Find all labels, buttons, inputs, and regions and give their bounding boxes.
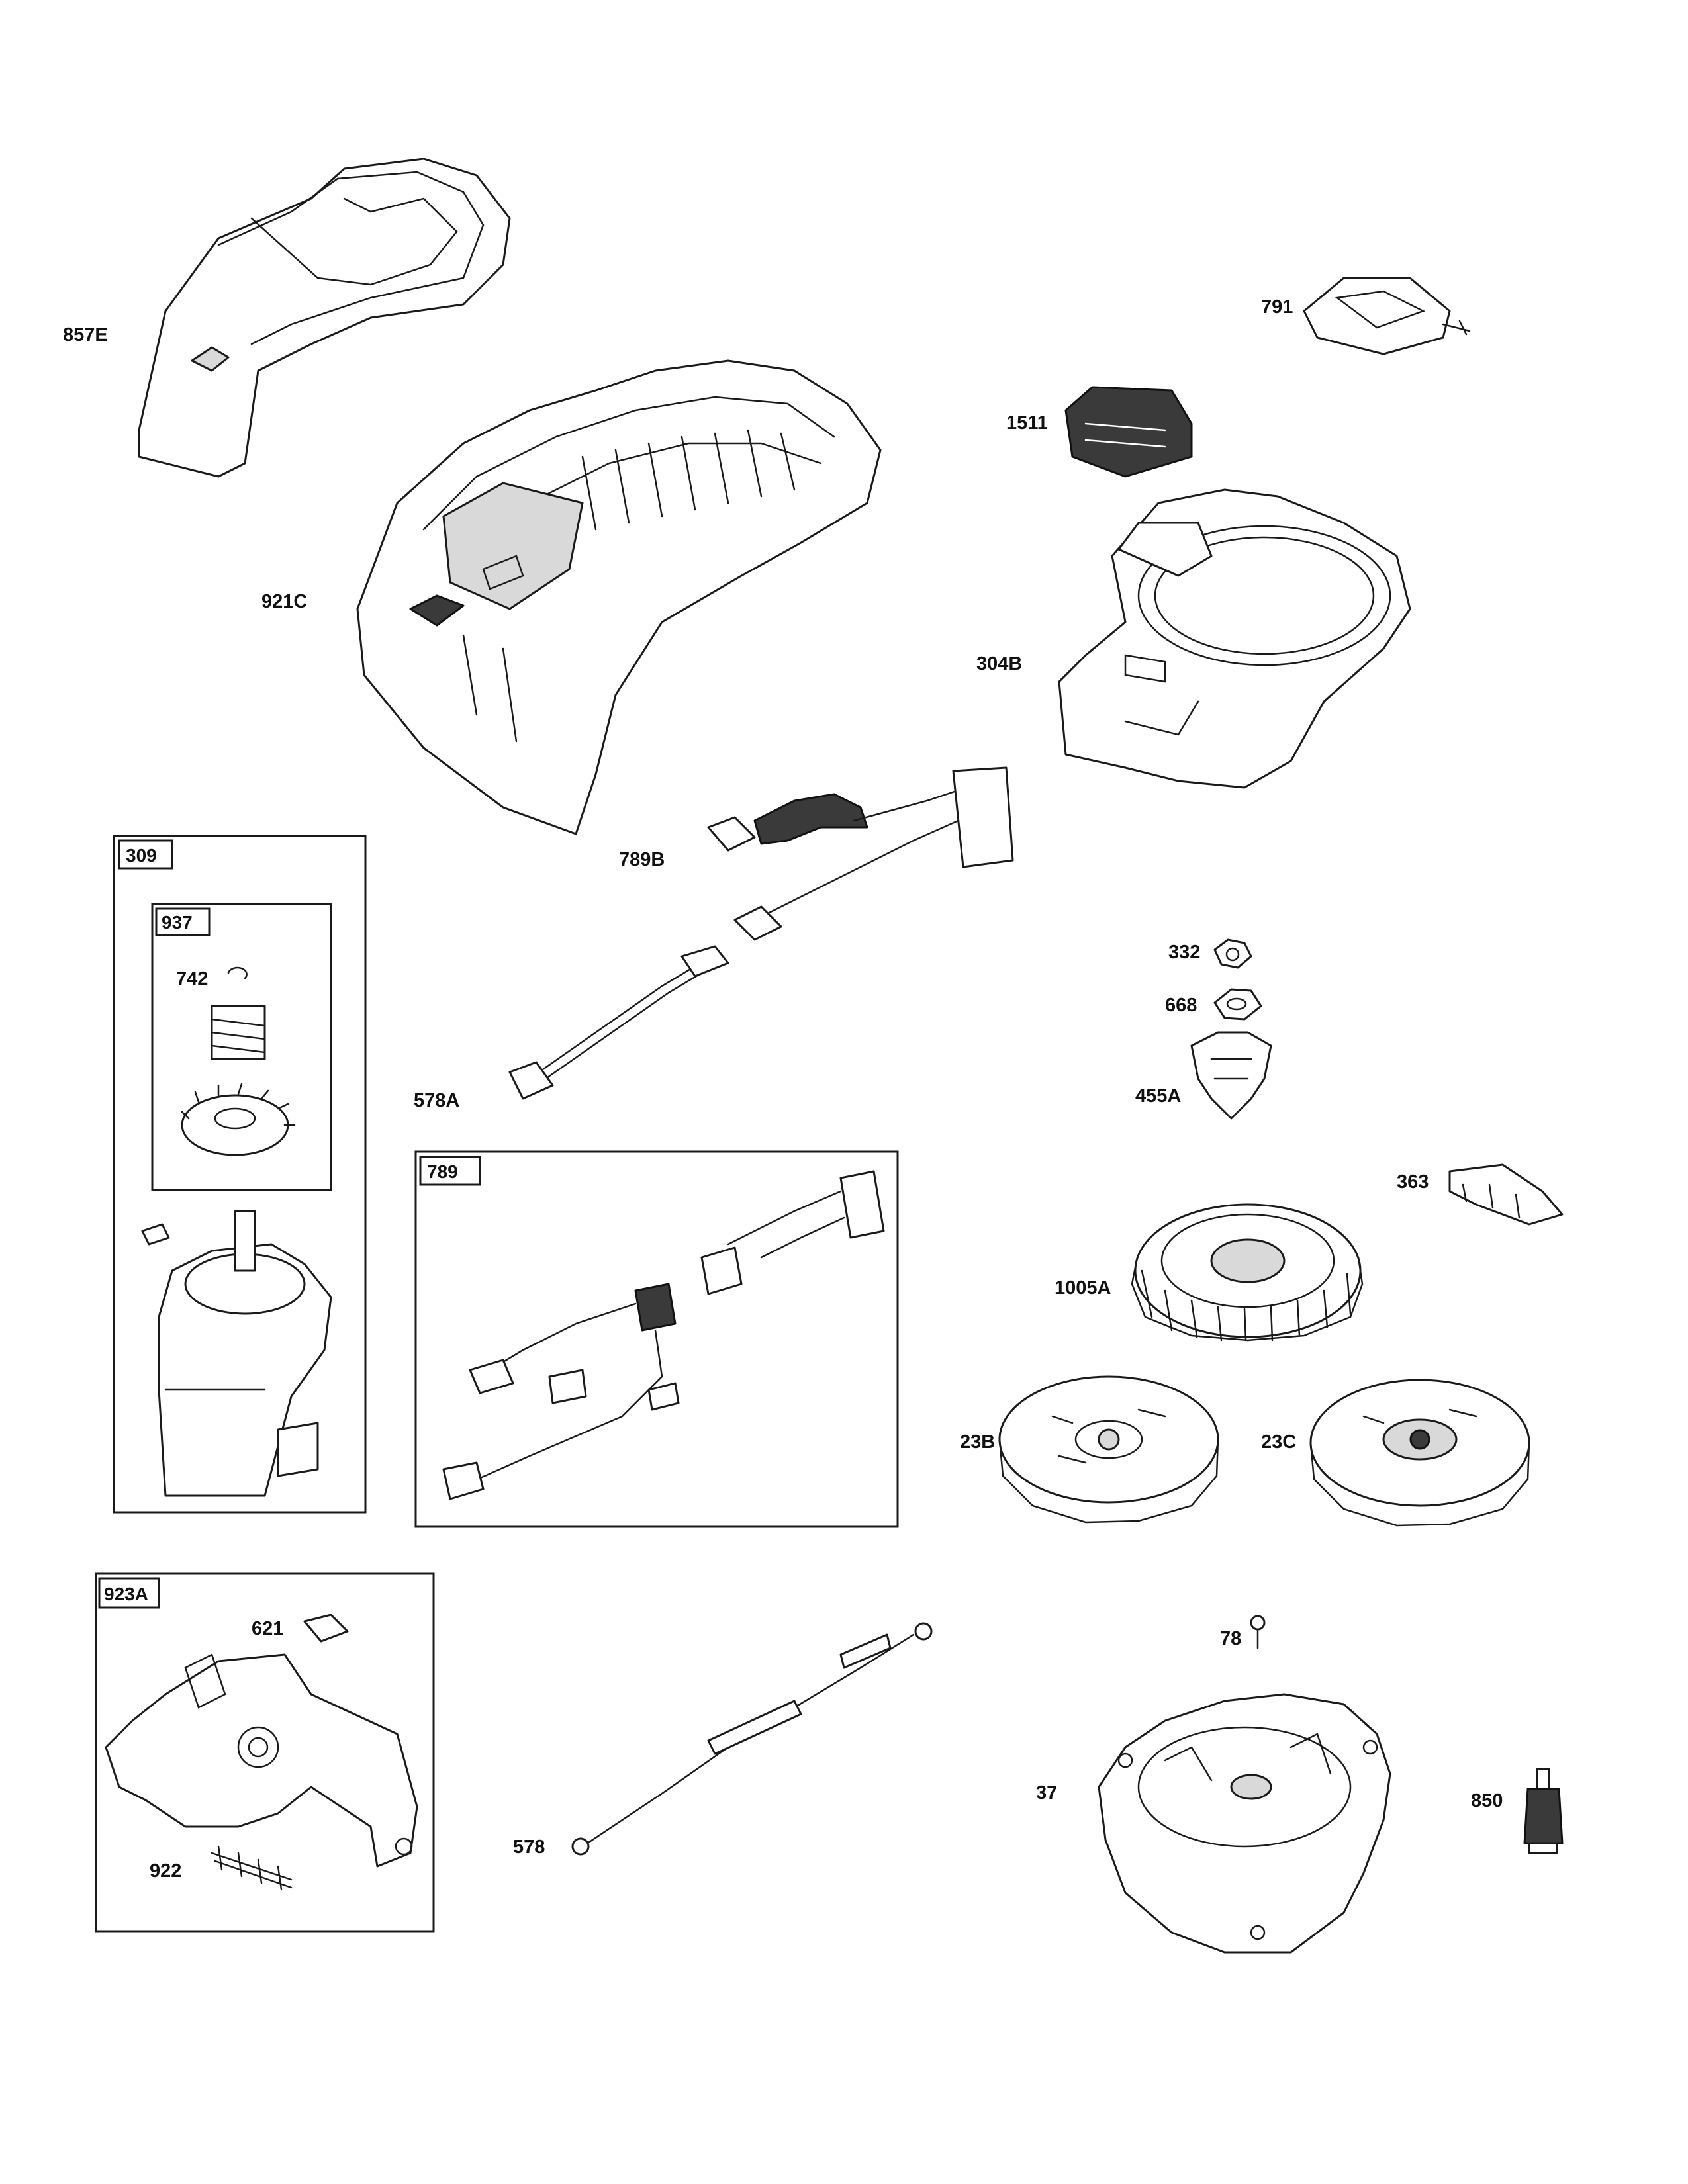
part-455a <box>1190 1031 1272 1120</box>
callout-304b: 304B <box>976 653 1022 674</box>
callout-578a: 578A <box>414 1090 459 1111</box>
callout-1005a: 1005A <box>1055 1277 1111 1298</box>
callout-850: 850 <box>1471 1790 1503 1811</box>
kit-label-789: 789 <box>427 1161 458 1182</box>
part-791 <box>1303 277 1471 355</box>
kit-box-923a: 923A 621 922 <box>95 1572 435 1933</box>
callout-332: 332 <box>1168 942 1200 963</box>
callout-1511: 1511 <box>1006 412 1048 433</box>
callout-742: 742 <box>176 968 208 989</box>
part-789b-harness <box>707 766 1014 941</box>
kit-label-309: 309 <box>126 845 157 866</box>
kit-box-309: 309 937 742 <box>113 835 367 1514</box>
callout-23c: 23C <box>1261 1432 1296 1453</box>
part-1005a-flywheel <box>1131 1203 1364 1342</box>
callout-857e: 857E <box>63 324 108 345</box>
part-332-nut <box>1213 938 1252 969</box>
part-37-housing <box>1098 1693 1391 1954</box>
kit-box-789: 789 <box>414 1150 899 1528</box>
part-23c-flywheel <box>1309 1379 1530 1527</box>
callout-621: 621 <box>252 1618 283 1639</box>
part-304b-blower-housing <box>1058 488 1411 789</box>
callout-455a: 455A <box>1135 1085 1181 1107</box>
part-578a-harness <box>508 945 729 1100</box>
kit-label-923a: 923A <box>104 1584 148 1604</box>
part-850-tube <box>1523 1768 1564 1854</box>
part-668-washer <box>1213 988 1262 1021</box>
callout-78: 78 <box>1220 1628 1241 1649</box>
part-578-cable <box>571 1622 933 1856</box>
callout-668: 668 <box>1165 995 1197 1016</box>
kit-label-937: 937 <box>162 912 193 933</box>
part-1511 <box>1064 386 1193 478</box>
part-857e-cover <box>138 158 511 478</box>
part-23b-flywheel <box>998 1375 1219 1524</box>
callout-789b: 789B <box>619 849 665 870</box>
callout-922: 922 <box>150 1860 181 1882</box>
part-78-screw <box>1250 1615 1266 1649</box>
callout-23b: 23B <box>960 1432 995 1453</box>
part-921c-blower-cover <box>356 359 882 835</box>
callout-791: 791 <box>1261 296 1293 318</box>
callout-37: 37 <box>1036 1782 1057 1803</box>
part-363 <box>1448 1163 1564 1226</box>
callout-921c: 921C <box>261 591 307 612</box>
callout-363: 363 <box>1397 1171 1429 1193</box>
callout-578: 578 <box>513 1837 545 1858</box>
